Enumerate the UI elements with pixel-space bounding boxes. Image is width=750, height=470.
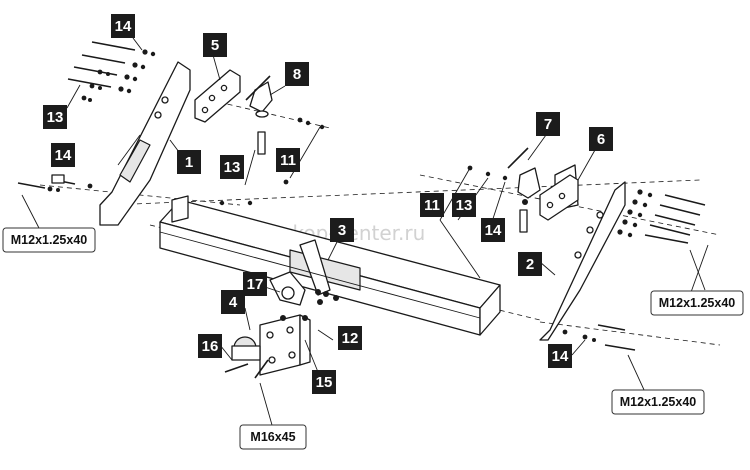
svg-text:14: 14 (115, 18, 132, 35)
svg-text:13: 13 (47, 109, 64, 126)
part-label-17: 17 (243, 272, 267, 296)
callout-left-bolt: M12x1.25x40 (2, 227, 96, 253)
left-upper-bolt-set (67, 41, 156, 102)
svg-text:16: 16 (202, 338, 219, 355)
svg-text:17: 17 (247, 276, 264, 293)
svg-text:11: 11 (280, 152, 296, 169)
svg-text:14: 14 (552, 348, 569, 365)
svg-text:6: 6 (597, 131, 605, 148)
part-label-5: 5 (203, 33, 227, 57)
part-label-2: 2 (518, 252, 542, 276)
svg-text:5: 5 (211, 37, 219, 54)
part-label-12: 12 (338, 326, 362, 350)
part-label-13-left: 13 (43, 105, 67, 129)
main-crossbar (159, 195, 501, 336)
part-label-6: 6 (589, 127, 613, 151)
small-bracket-8 (245, 75, 325, 155)
svg-text:13: 13 (224, 159, 241, 176)
svg-text:14: 14 (485, 222, 502, 239)
part-label-4: 4 (221, 290, 245, 314)
part-label-14-left: 14 (51, 143, 75, 167)
left-counter-plate (194, 69, 241, 123)
part-label-15: 15 (312, 370, 336, 394)
svg-text:2: 2 (526, 256, 534, 273)
small-bracket-7 (467, 147, 541, 233)
part-label-8: 8 (285, 62, 309, 86)
part-label-13-right: 13 (452, 193, 476, 217)
svg-text:M12x1.25x40: M12x1.25x40 (620, 395, 697, 409)
svg-text:14: 14 (55, 147, 72, 164)
part-label-14-top-left: 14 (111, 14, 135, 38)
svg-text:11: 11 (424, 197, 440, 214)
part-label-1: 1 (177, 150, 201, 174)
svg-text:4: 4 (229, 294, 238, 311)
right-lower-bolt-set (562, 324, 636, 351)
left-lower-bolt-set (17, 174, 289, 206)
part-label-11-right: 11 (420, 193, 444, 217)
left-mounting-bracket (99, 61, 191, 226)
part-label-13-center: 13 (220, 155, 244, 179)
part-label-7: 7 (536, 112, 560, 136)
svg-text:8: 8 (293, 66, 301, 83)
svg-text:13: 13 (456, 197, 473, 214)
part-label-11-left: 11 (276, 148, 300, 172)
part-label-14-bottom-right: 14 (548, 344, 572, 368)
tow-ball-mount (224, 314, 311, 379)
leader-lines (21, 37, 709, 426)
svg-text:1: 1 (185, 154, 193, 171)
socket-plate (269, 271, 339, 306)
callout-ball-bolt: M16x45 (239, 424, 307, 450)
part-label-16: 16 (198, 334, 222, 358)
svg-text:M12x1.25x40: M12x1.25x40 (11, 233, 88, 247)
right-upper-bolt-set (617, 189, 706, 244)
right-counter-plate (539, 174, 579, 221)
svg-text:15: 15 (316, 374, 333, 391)
callout-right-lower-bolt: M12x1.25x40 (611, 389, 705, 415)
svg-text:7: 7 (544, 116, 552, 133)
part-label-14-right: 14 (481, 218, 505, 242)
svg-text:M16x45: M16x45 (250, 430, 295, 444)
svg-text:M12x1.25x40: M12x1.25x40 (659, 296, 736, 310)
callout-right-upper-bolt: M12x1.25x40 (650, 290, 744, 316)
svg-text:3: 3 (338, 222, 346, 239)
part-label-3: 3 (330, 218, 354, 242)
svg-text:12: 12 (342, 330, 359, 347)
